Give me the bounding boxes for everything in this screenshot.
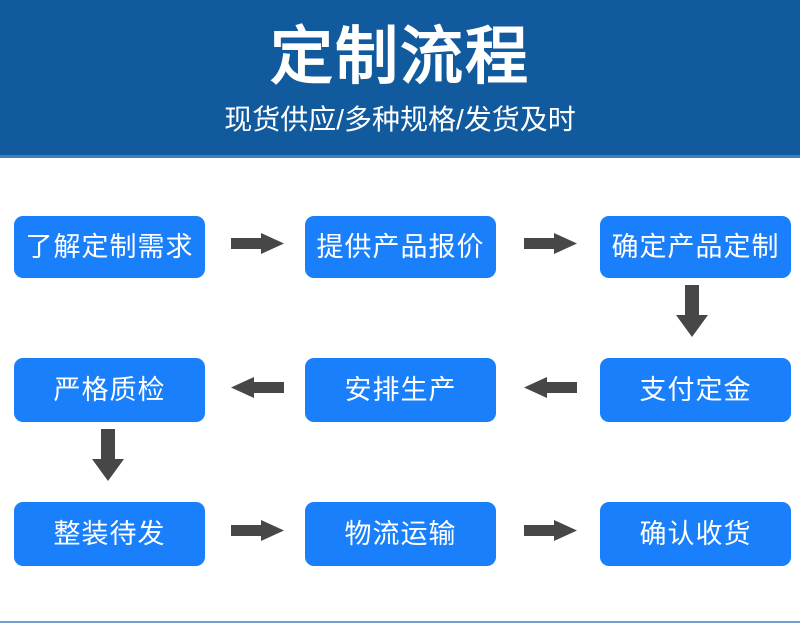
flow-step-4-label: 严格质检: [53, 374, 166, 405]
page-subtitle: 现货供应/多种规格/发货及时: [224, 104, 576, 135]
flow-step-6[interactable]: 支付定金: [600, 358, 791, 422]
flow-step-9[interactable]: 确认收货: [600, 502, 791, 566]
flow-step-1-label: 了解定制需求: [25, 231, 194, 262]
flow-step-7[interactable]: 整装待发: [14, 502, 205, 566]
flow-step-2-label: 提供产品报价: [316, 231, 485, 262]
flow-step-2[interactable]: 提供产品报价: [305, 216, 496, 278]
arrow-left-icon-step6-step5: [524, 377, 577, 398]
banner-bottom-edge: [0, 155, 800, 158]
process-flow-chart: 了解定制需求 提供产品报价 确定产品定制 严格质检 安排生产 支付定金 整装待发…: [0, 157, 800, 626]
flow-step-9-label: 确认收货: [639, 518, 752, 549]
flow-step-8[interactable]: 物流运输: [305, 502, 496, 566]
flow-step-6-label: 支付定金: [639, 374, 752, 405]
arrow-right-icon-step2-step3: [524, 233, 577, 254]
flow-step-4[interactable]: 严格质检: [14, 358, 205, 422]
arrow-right-icon-step1-step2: [231, 233, 284, 254]
flow-step-3-label: 确定产品定制: [611, 231, 780, 262]
section-divider: [0, 621, 800, 623]
arrow-down-icon-step4-step7: [92, 429, 124, 481]
flow-step-7-label: 整装待发: [53, 518, 166, 549]
page-title: 定制流程: [270, 22, 530, 92]
flow-step-5-label: 安排生产: [344, 374, 457, 405]
arrow-right-icon-step7-step8: [231, 520, 284, 541]
header-banner: 定制流程 现货供应/多种规格/发货及时: [0, 0, 800, 157]
flow-step-8-label: 物流运输: [344, 518, 457, 549]
flow-step-3[interactable]: 确定产品定制: [600, 216, 791, 278]
arrow-right-icon-step8-step9: [524, 520, 577, 541]
flow-step-5[interactable]: 安排生产: [305, 358, 496, 422]
flow-step-1[interactable]: 了解定制需求: [14, 216, 205, 278]
next-section-peek: [0, 623, 800, 626]
arrow-down-icon-step3-step6: [676, 285, 708, 337]
arrow-left-icon-step5-step4: [231, 377, 284, 398]
